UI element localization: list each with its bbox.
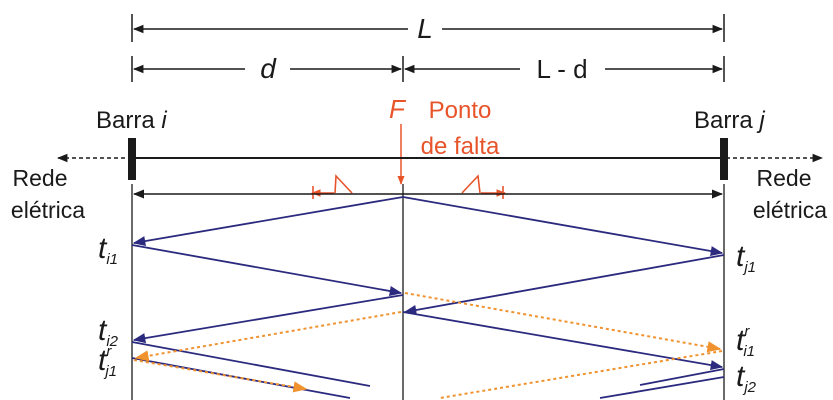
wave-bus-j-to-fault-2 [639,368,725,386]
wave-bus-j-to-fault-1 [403,254,725,315]
dimension-total: L [131,13,725,44]
dimension-right-label: L - d [536,54,587,84]
fault-marker: F Ponto de falta [389,94,500,185]
fault-symbol: F [389,94,407,124]
fault-label-line2: de falta [421,133,500,160]
wave-bus-i-to-fault-2 [131,341,371,387]
network-left-line1: Rede [13,165,68,191]
fault-label-line1: Ponto [429,97,492,124]
time-label-tj2: tj2 [736,360,757,396]
network-right-line1: Rede [757,165,812,191]
reflected-waves [133,292,723,399]
network-left-line2: elétrica [11,197,85,223]
bus-j-bar [720,138,728,180]
dimension-split: d L - d [131,53,725,84]
bus-i-prefix: Barra [96,107,161,134]
time-label-ti2: ti2 [98,314,119,350]
wave-pulse-right [461,174,506,199]
bus-i-label: Barra i [96,107,167,134]
wave-transmitted-to-bus-i [134,311,402,362]
dimension-total-label: L [417,13,433,44]
bus-j-name: j [756,107,765,134]
bus-i-bar [128,138,136,180]
lattice-frame [131,184,725,400]
wave-bus-j-to-fault-3 [599,376,725,399]
wave-reflected-from-bus-i [133,359,308,393]
wave-fault-to-bus-j-2 [402,311,724,371]
bus-i-name: i [161,107,167,134]
primary-waves [131,196,725,399]
wave-transmitted-to-bus-j [404,292,722,353]
time-label-tj1: tj1 [736,240,756,276]
wave-pulse-left [311,174,353,199]
time-label-ti1: ti1 [98,232,118,268]
wave-reflected-from-bus-j [439,350,723,399]
wave-fault-to-bus-i-2 [132,294,404,344]
wave-fault-to-bus-i [132,196,404,247]
network-right-line2: elétrica [753,197,827,223]
transmission-line [56,138,824,180]
bus-j-label: Barra j [694,107,765,134]
wave-fault-to-bus-j [402,196,724,257]
bus-j-prefix: Barra [694,107,759,134]
dimension-left-label: d [260,53,277,84]
wave-bus-i-to-fault-1 [131,244,403,296]
